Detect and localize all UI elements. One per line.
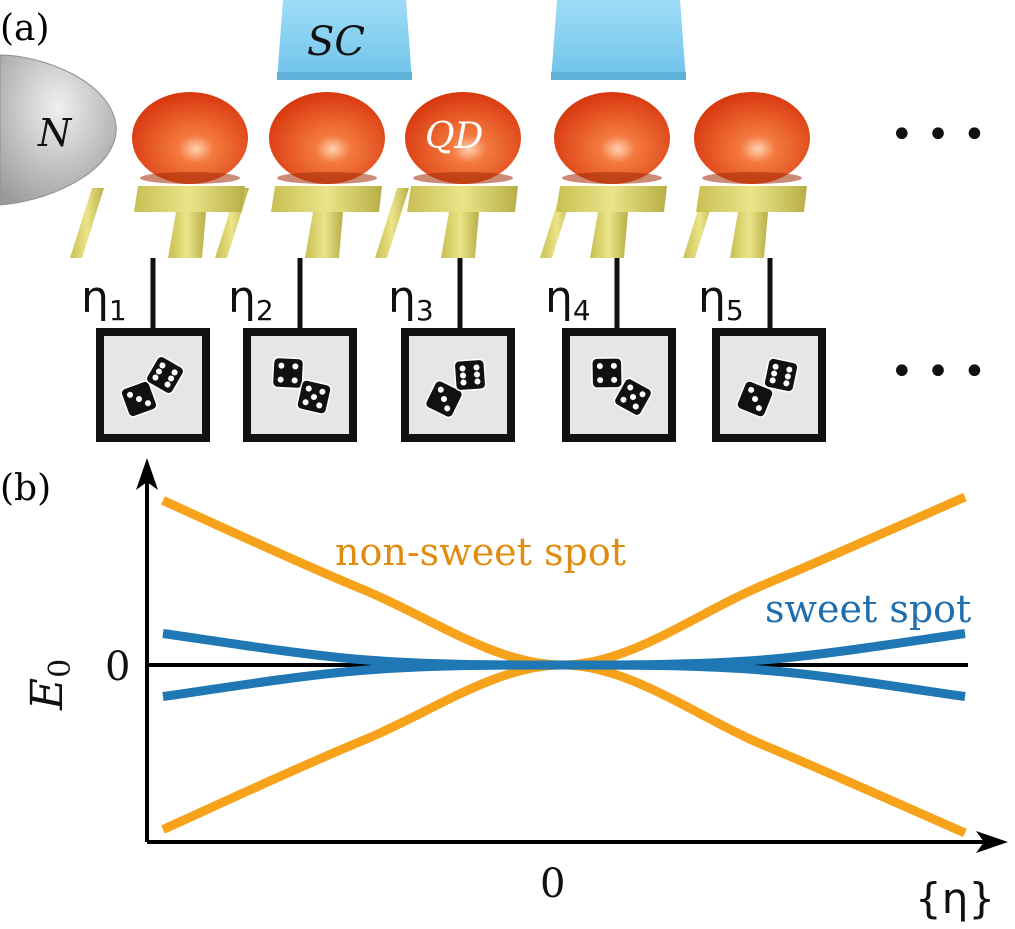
plunger-gate-1 (134, 186, 245, 258)
barrier-gate-1 (70, 188, 104, 258)
superconductor-1: SC (277, 0, 412, 80)
sweet-spot-curve-4 (162, 660, 966, 701)
panel-a-label: (a) (0, 8, 50, 49)
dice-icon (271, 356, 305, 390)
disorder-box-5: η5 (698, 258, 826, 442)
quantum-dot-4 (554, 92, 670, 184)
disorder-box-4: η4 (545, 258, 676, 442)
dice-icon (736, 380, 774, 418)
superconductor-label: SC (307, 19, 365, 65)
disorder-box-1: η1 (81, 258, 210, 442)
ellipsis-bottom: • • • (890, 349, 986, 395)
dice-icon (613, 377, 653, 417)
x-axis-arrow (976, 831, 1008, 853)
y-axis-label: E0 (22, 659, 78, 711)
dice-icon (120, 380, 158, 418)
plunger-gate-3 (407, 186, 518, 258)
dice-icon (763, 357, 799, 393)
disorder-label-2: η2 (228, 272, 274, 327)
svg-text:E0: E0 (22, 659, 78, 711)
plunger-gate-4 (556, 186, 667, 258)
energy-plot (136, 458, 1008, 853)
ellipsis-top: • • • (890, 112, 986, 158)
disorder-label-4: η4 (545, 272, 591, 327)
nonsweet-spot-curve-1 (161, 492, 967, 670)
dot-label: QD (425, 116, 484, 157)
dice-icon (591, 357, 623, 389)
disorder-label-1: η1 (81, 272, 127, 327)
plunger-gate-2 (271, 186, 382, 258)
label-nonsweet-spot: non-sweet spot (335, 530, 626, 574)
quantum-dot-3: QD (405, 92, 521, 184)
barrier-gate-3 (375, 188, 409, 258)
disorder-box-3: η3 (388, 258, 515, 442)
disorder-label-5: η5 (698, 272, 744, 327)
panel-b-label: (b) (0, 468, 51, 509)
disorder-boxes: η1 η2 η3 η4 η5 (81, 258, 826, 442)
y-axis-label-main: E (22, 678, 73, 711)
dice-icon (296, 379, 332, 415)
gate-electrodes (70, 186, 807, 258)
sweet-spot-curve-3 (162, 629, 966, 670)
dice-icon (453, 358, 487, 392)
x-axis-label: {η} (915, 874, 995, 923)
lead-label: N (37, 111, 73, 155)
disorder-box-2: η2 (228, 258, 357, 442)
x-tick-zero: 0 (540, 861, 565, 907)
nonsweet-spot-curve-2 (161, 660, 967, 838)
superconductor-2 (551, 0, 686, 80)
y-axis-arrow (136, 458, 158, 490)
normal-lead: N (0, 54, 117, 206)
disorder-label-3: η3 (388, 272, 434, 327)
dice-icon (145, 355, 185, 395)
quantum-dot-1 (132, 92, 248, 184)
y-tick-zero: 0 (105, 644, 130, 690)
plunger-gate-5 (696, 186, 807, 258)
quantum-dot-2 (269, 92, 385, 184)
quantum-dot-5 (694, 92, 810, 184)
dice-icon (424, 379, 464, 419)
y-axis-label-sub: 0 (43, 659, 78, 678)
quantum-dots: QD (132, 92, 810, 184)
label-sweet-spot: sweet spot (765, 587, 971, 631)
